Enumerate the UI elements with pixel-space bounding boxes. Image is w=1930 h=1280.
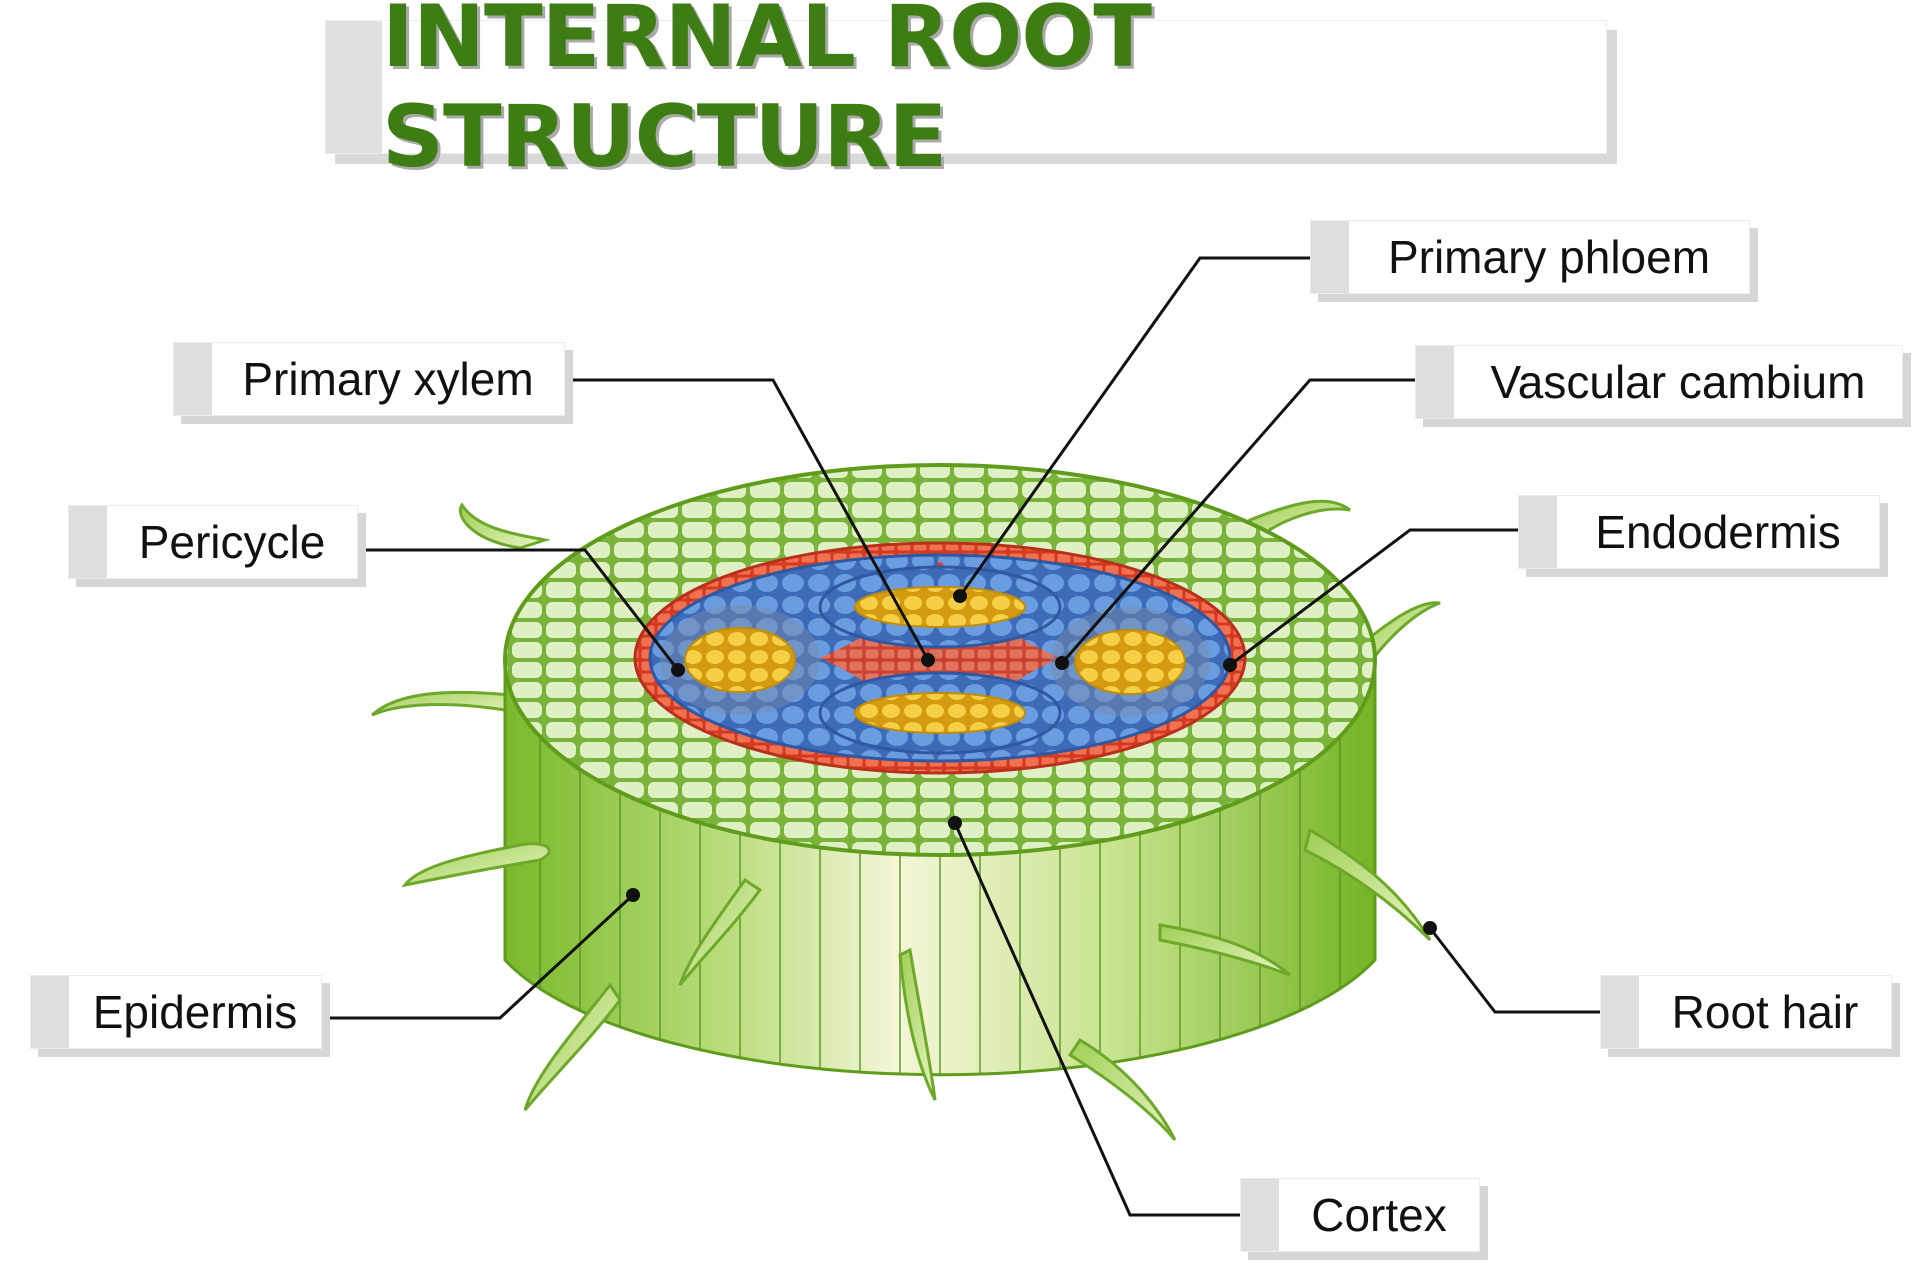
title-tab [326, 21, 382, 153]
leader-primary-phloem [958, 256, 1310, 597]
label-text: Pericycle [138, 516, 326, 568]
leader-pericycle [358, 548, 680, 671]
label-vascular-cambium: Vascular cambium [1415, 345, 1911, 427]
label-text: Primary phloem [1387, 231, 1711, 283]
leader-dots [626, 589, 1437, 935]
label-text: Endodermis [1595, 506, 1841, 558]
vascular-bundles [660, 565, 1210, 755]
leader-root-hair [1428, 927, 1600, 1014]
label-endodermis: Endodermis [1518, 495, 1888, 577]
leader-vascular-cambium [1060, 378, 1415, 664]
label-primary-phloem: Primary phloem [1310, 220, 1758, 302]
leader-lines [322, 256, 1600, 1217]
label-text: Root hair [1671, 986, 1859, 1038]
label-text: Primary xylem [242, 353, 534, 405]
leader-primary-xylem [565, 378, 930, 661]
label-pericycle: Pericycle [68, 505, 366, 587]
label-primary-xylem: Primary xylem [173, 342, 573, 424]
label-root-hair: Root hair [1600, 975, 1900, 1057]
label-text: Cortex [1311, 1189, 1447, 1241]
leader-endodermis [1229, 528, 1518, 667]
root-hairs-front [401, 827, 1432, 1141]
label-cortex: Cortex [1240, 1178, 1488, 1260]
label-text: Epidermis [92, 986, 298, 1038]
root-hairs-back [371, 499, 1441, 717]
leader-cortex [953, 822, 1240, 1217]
central-tissue [820, 560, 1060, 756]
label-epidermis: Epidermis [30, 975, 330, 1057]
label-text: Vascular cambium [1490, 356, 1866, 408]
leader-epidermis [322, 893, 635, 1020]
